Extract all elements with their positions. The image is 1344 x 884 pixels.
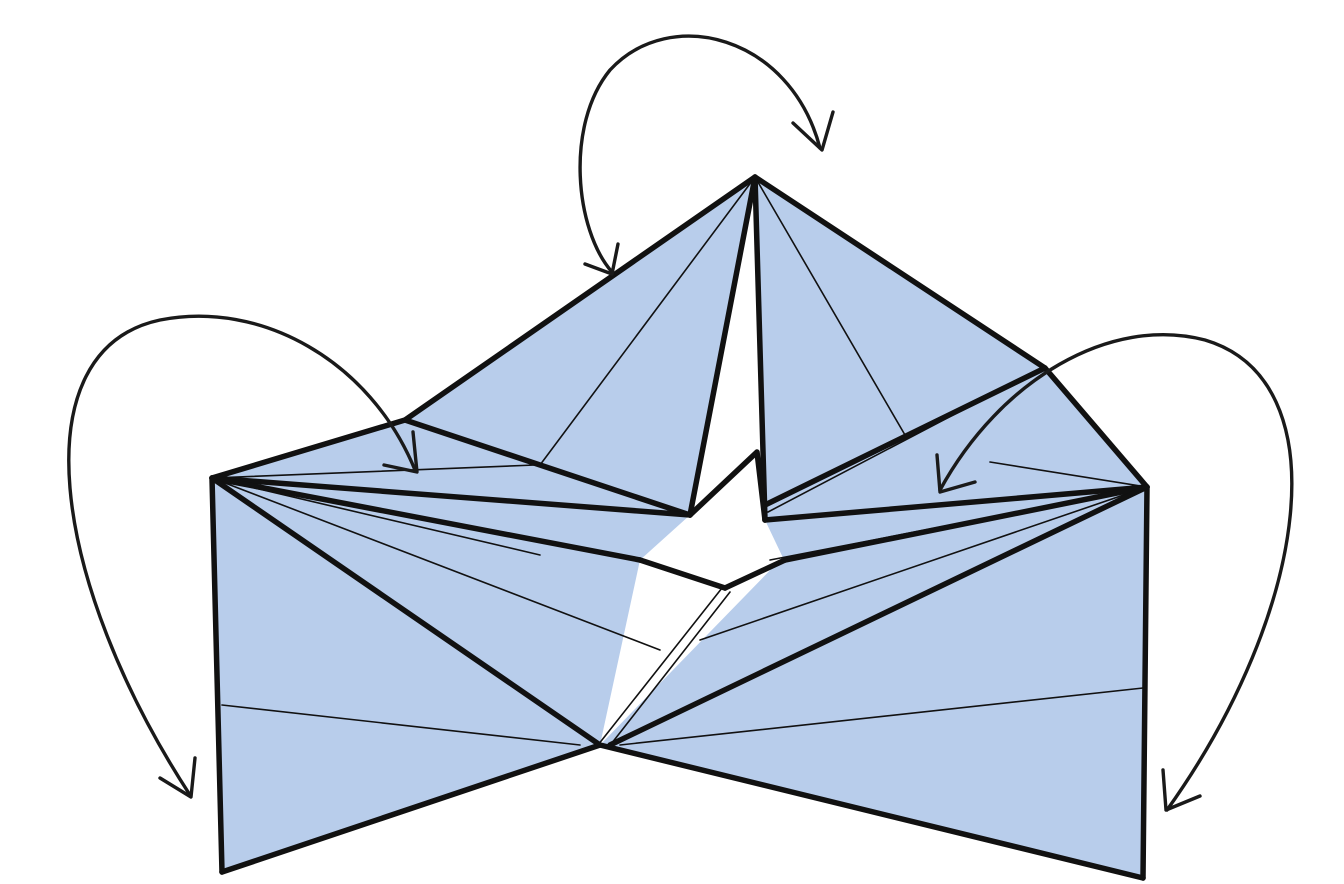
- origami-diagram: [0, 0, 1344, 884]
